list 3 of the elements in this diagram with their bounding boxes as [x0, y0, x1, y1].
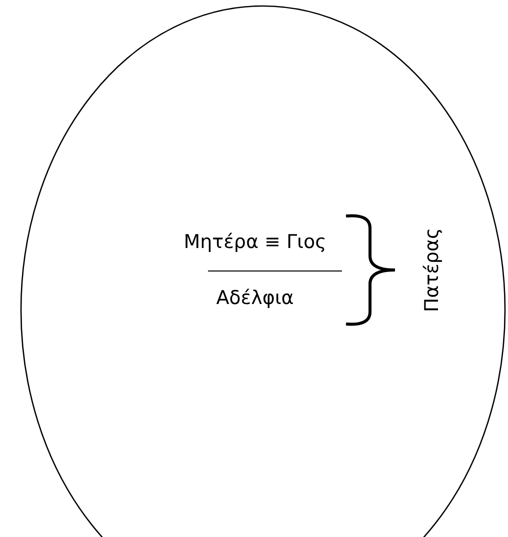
side-label: Πατέρας: [421, 228, 443, 312]
numerator-text: Μητέρα ≡ Γιος: [184, 231, 326, 253]
denominator-text: Αδέλφια: [216, 287, 294, 309]
